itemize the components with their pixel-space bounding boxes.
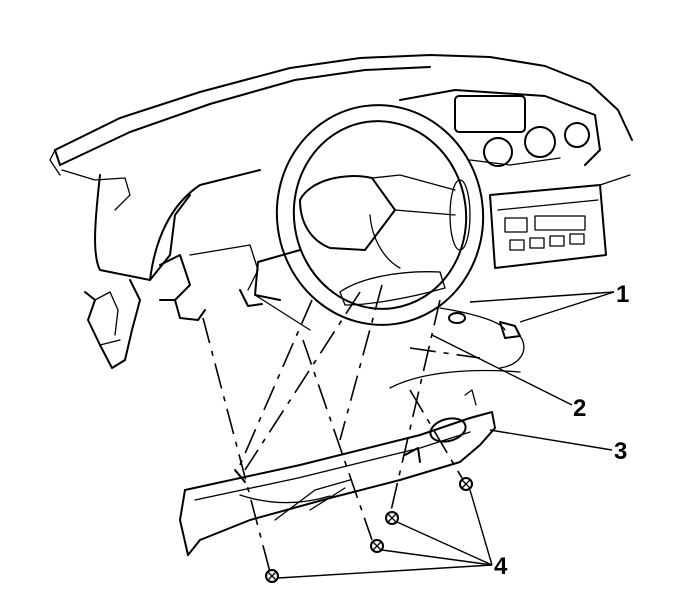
bolt-b — [385, 511, 399, 525]
alignment-lines — [202, 284, 481, 573]
steering-column — [254, 249, 311, 331]
radio-unit — [489, 174, 631, 269]
knee-bolster — [179, 389, 496, 556]
under-dash-brackets — [159, 244, 263, 321]
callout-2: 2 — [573, 395, 586, 422]
instrument-panel-pad — [49, 54, 633, 281]
leader-lines — [277, 291, 615, 579]
bolt-a — [459, 477, 473, 491]
bolt-c — [370, 539, 384, 553]
bolt-d — [265, 569, 279, 583]
callout-4: 4 — [494, 553, 508, 580]
steering-wheel — [275, 104, 485, 326]
instrument-cluster — [399, 89, 601, 167]
callout-1: 1 — [616, 281, 629, 308]
callout-3: 3 — [614, 438, 627, 465]
left-side-bracket — [84, 279, 141, 369]
